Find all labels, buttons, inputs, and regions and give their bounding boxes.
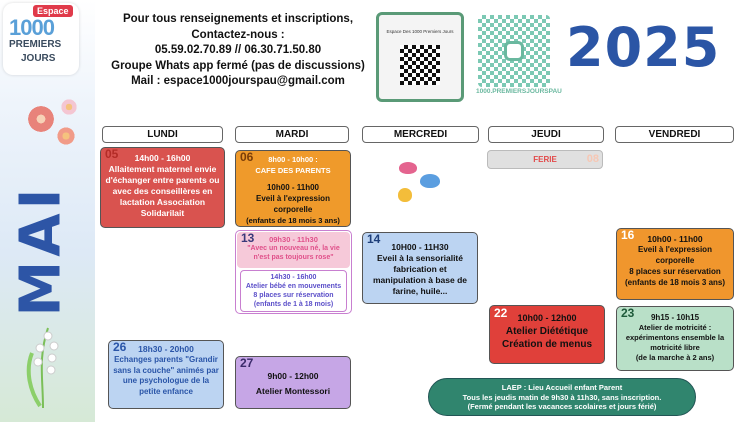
event-day-number: 05 [105,147,119,161]
event-13-afternoon[interactable]: 14h30 - 16h00 Atelier bébé en mouvements… [240,270,347,312]
event-description: Atelier Montessori [255,386,331,396]
event-day-number: 14 [367,232,381,246]
month-label: MAI [6,184,76,316]
event-audience: (enfants de 18 mois 3 ans) [624,278,726,287]
logo-badge: Espace [33,5,73,17]
contact-line2: Contactez-nous : [191,28,285,41]
event-card-05[interactable]: 05 14h00 - 16h00 Allaitement maternel en… [100,147,225,228]
event-description: Eveil à l'expression corporelle [256,194,330,214]
event-time-2: 10h00 - 11h00 [266,183,320,192]
logo-line2: PREMIERS [9,39,62,50]
event-card-13[interactable]: 13 09h30 - 11h30 "Avec un nouveau né, la… [235,230,352,314]
contact-line1: Pour tous renseignements et inscriptions… [122,13,354,25]
holiday-label: FERIE [533,155,557,164]
bird-icon [399,162,417,174]
event-card-22[interactable]: 22 10h00 - 12h00 Atelier Diététique Créa… [489,305,605,364]
event-day-number: 22 [494,306,508,320]
flower-icon [56,126,76,146]
day-header-thursday: JEUDI [488,126,604,143]
laep-info-banner: LAEP : Lieu Accueil enfant Parent Tous l… [428,378,696,416]
event-description: "Avec un nouveau né, la vie n'est pas to… [247,245,340,261]
event-time: 14h30 - 16h00 [270,274,317,281]
holiday-08: FERIE 08 [487,150,603,169]
event-time: 8h00 - 10h00 : [268,155,318,164]
lily-of-the-valley-icon [26,327,59,408]
event-day-number: 27 [240,356,254,370]
event-audience: (enfants de 18 mois 3 ans) [246,216,340,225]
logo: Espace 1000 PREMIERS JOURS [3,3,79,75]
bird-icon [398,188,412,202]
event-audience: (enfants de 1 à 18 mois) [253,301,334,308]
qr-code-icon [400,45,440,85]
laep-title: LAEP : Lieu Accueil enfant Parent [501,383,623,392]
event-time: 18h30 - 20h00 [138,344,194,354]
event-day-number: 13 [241,231,255,245]
holiday-day-number: 08 [586,153,599,165]
event-time: 10h00 - 11h00 [647,234,703,244]
event-description: Atelier Diététique [505,326,589,337]
event-description: Atelier bébé en mouvements [245,283,342,290]
day-header-monday: LUNDI [102,126,223,143]
instagram-icon [504,41,524,61]
event-card-14[interactable]: 14 10H00 - 11H30 Eveil à la sensorialité… [362,232,478,304]
event-card-27[interactable]: 27 9h00 - 12h00 Atelier Montessori [235,356,351,409]
event-day-number: 06 [240,150,254,164]
event-time: 9h15 - 10h15 [650,313,700,322]
contact-info: Pour tous renseignements et inscriptions… [103,12,373,90]
event-card-23[interactable]: 23 9h15 - 10h15 Atelier de motricité : e… [616,306,734,371]
event-time: 10h00 - 12h00 [517,313,577,323]
flower-icon [60,98,78,116]
event-description: Atelier de motricité : expérimentons ens… [625,323,725,352]
event-time: 14h00 - 16h00 [134,153,191,163]
instagram-qr-code[interactable] [478,15,550,87]
instagram-handle: 1000.PREMIERSJOURSPAU [476,88,562,95]
event-time: 09h30 - 11h30 [269,235,318,244]
contact-email[interactable]: Mail : espace1000jourspau@gmail.com [131,75,345,87]
qr-caption: Espace Des 1000 Premiers Jours [386,29,454,34]
event-places: 8 places sur réservation [629,267,721,276]
event-description-2: Création de menus [501,339,593,350]
laep-note: (Fermé pendant les vacances scolaires et… [467,402,657,411]
whatsapp-qr-code[interactable]: Espace Des 1000 Premiers Jours [376,12,464,102]
logo-line3: JOURS [21,53,56,64]
month-text: MAI [8,184,74,316]
event-time: 10H00 - 11H30 [391,242,449,252]
flower-icon [26,104,56,134]
logo-number: 1000 [9,15,55,41]
day-header-wednesday: MERCREDI [362,126,479,143]
event-audience: (de la marche à 2 ans) [635,353,715,362]
laep-schedule: Tous les jeudis matin de 9h30 à 11h30, s… [462,392,662,402]
event-description: Eveil à l'expression corporelle [638,245,712,265]
event-13-morning[interactable]: 13 09h30 - 11h30 "Avec un nouveau né, la… [237,232,350,268]
day-header-tuesday: MARDI [235,126,349,143]
event-places: 8 places sur réservation [253,292,334,299]
event-card-26[interactable]: 26 18h30 - 20h00 Echanges parents "Grand… [108,340,224,409]
bird-icon [420,174,440,188]
logo-line1: 1000 [9,15,55,40]
event-description: Allaitement maternel envie d'échanger en… [105,164,220,218]
year-title: 2025 [566,16,721,79]
event-card-06[interactable]: 06 8h00 - 10h00 : CAFE DES PARENTS 10h00… [235,150,351,227]
event-day-number: 23 [621,306,635,320]
event-time: 9h00 - 12h00 [267,371,319,381]
contact-whatsapp: Groupe Whats app fermé (pas de discussio… [111,59,365,72]
contact-phones[interactable]: 05.59.02.70.89 // 06.30.71.50.80 [154,44,322,56]
event-title: CAFE DES PARENTS [255,166,331,175]
event-card-16[interactable]: 16 10h00 - 11h00 Eveil à l'expression co… [616,228,734,300]
day-header-friday: VENDREDI [615,126,734,143]
event-description: Echanges parents "Grandir sans la couche… [113,355,219,396]
event-description: Eveil à la sensorialité fabrication et m… [373,253,467,296]
event-day-number: 16 [621,228,635,242]
event-day-number: 26 [113,340,127,354]
